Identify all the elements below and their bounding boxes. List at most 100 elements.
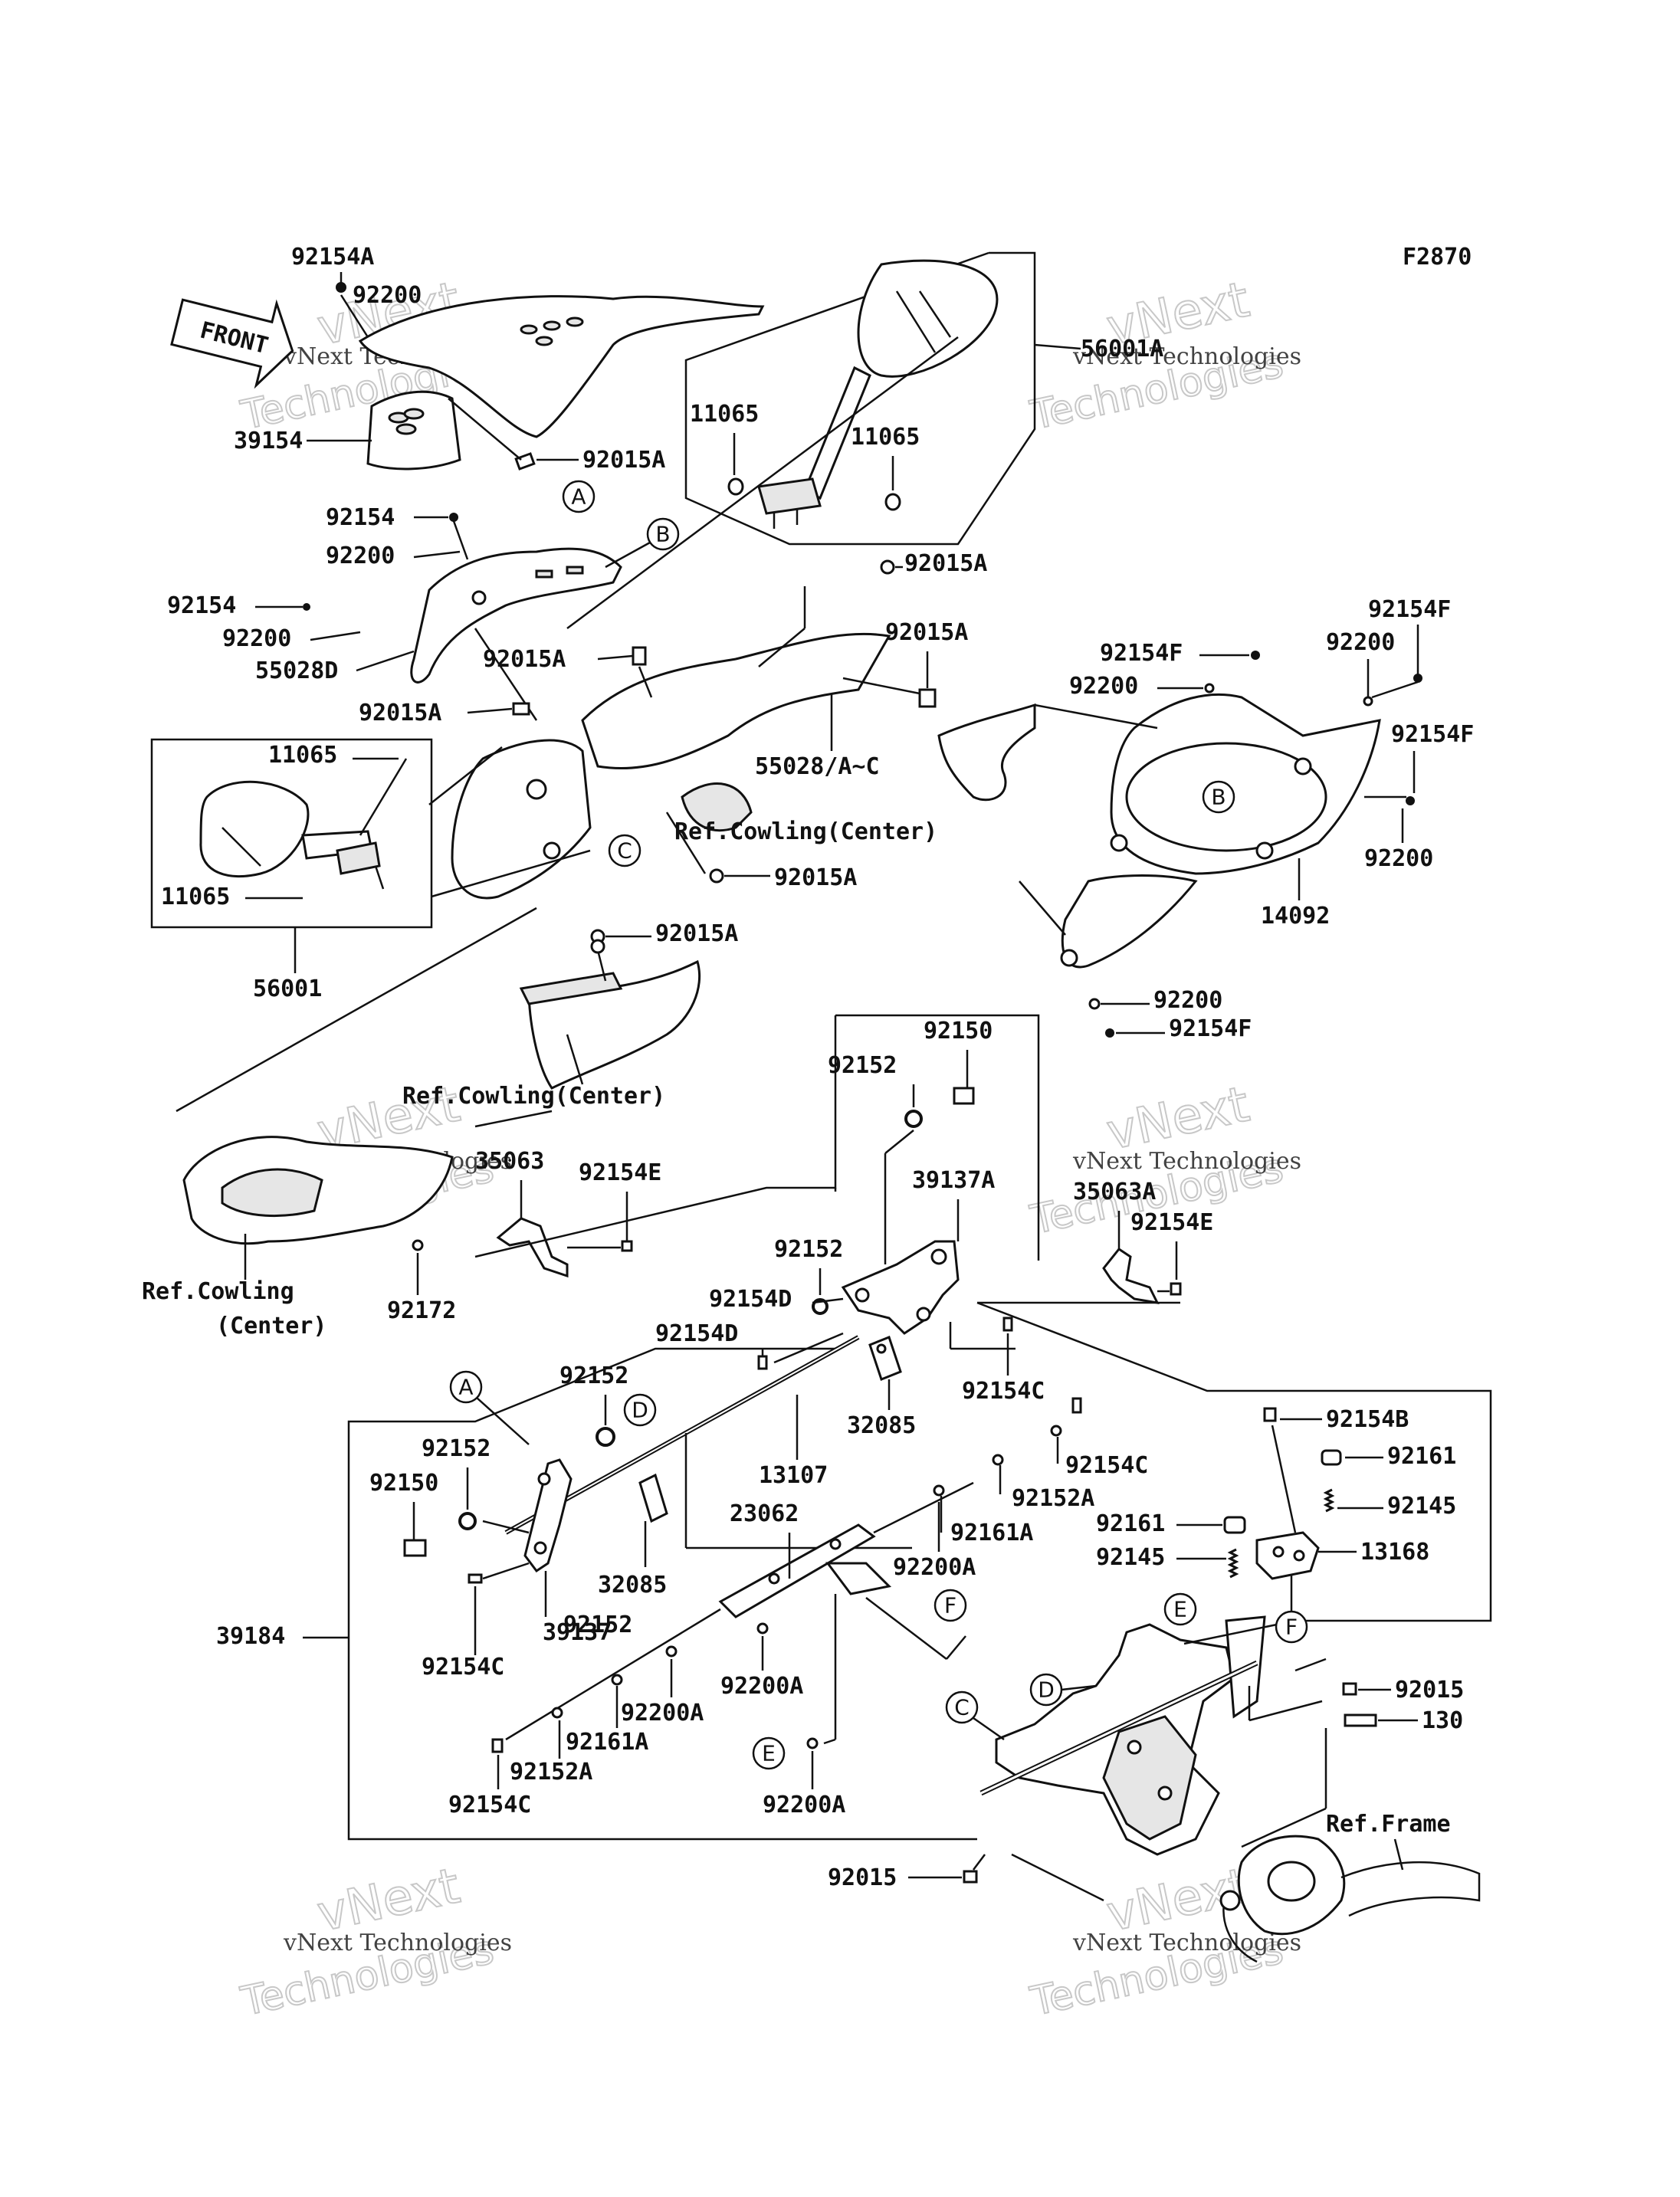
bolt-icon [1170, 1282, 1182, 1296]
washer-icon [933, 1484, 945, 1497]
label-39154: 39154 [234, 428, 303, 454]
label-92161: 92161 [1387, 1443, 1456, 1470]
washer-icon [551, 1707, 563, 1719]
ref-cowling-center-left [182, 1136, 454, 1251]
washer-icon [1363, 696, 1373, 707]
label-92154: 92154 [326, 504, 395, 531]
svg-text:C: C [617, 838, 632, 864]
mirror-right-assembly [684, 251, 1081, 546]
screw-icon [336, 282, 346, 293]
ref-cowling-label: Ref.Cowling(Center) [674, 818, 937, 845]
callout-B-icon: B [1202, 780, 1235, 814]
label-23062: 23062 [730, 1500, 799, 1527]
label-39137A: 39137A [912, 1167, 995, 1194]
label-13107: 13107 [759, 1462, 828, 1489]
label-92154A: 92154A [291, 244, 374, 271]
label-92015A: 92015A [885, 619, 968, 646]
inner-panel-55028D [410, 547, 622, 684]
label-92150: 92150 [369, 1470, 438, 1497]
svg-text:vNext Technologies: vNext Technologies [1072, 1930, 1301, 1956]
label-92161: 92161 [1096, 1510, 1165, 1537]
washer-icon [904, 1110, 923, 1128]
label-92152A: 92152A [510, 1759, 592, 1785]
label-92154E: 92154E [1130, 1209, 1213, 1236]
label-92152: 92152 [828, 1052, 897, 1079]
grommet-icon [918, 688, 937, 708]
screw-icon [953, 1087, 975, 1105]
callout-C-icon: C [608, 834, 641, 867]
label-35063A: 35063A [1073, 1179, 1156, 1205]
label-92152: 92152 [422, 1435, 491, 1462]
label-92154F: 92154F [1100, 640, 1183, 667]
svg-text:A: A [458, 1375, 473, 1400]
plate-23062 [718, 1523, 892, 1618]
screw-icon [1413, 674, 1422, 683]
label-92015A: 92015A [582, 447, 665, 474]
center-cowl-55028 [451, 632, 891, 900]
grommet-icon [512, 702, 530, 716]
label-92015: 92015 [828, 1864, 897, 1891]
subassembly-frame [976, 1301, 1492, 1622]
callout-B-icon: B [646, 517, 680, 551]
washer-icon [1050, 1425, 1062, 1437]
label-92161A: 92161A [566, 1729, 648, 1756]
nut-icon [1342, 1682, 1357, 1696]
svg-text:F: F [1285, 1615, 1298, 1640]
svg-text:A: A [571, 484, 586, 510]
bolt-icon [1263, 1407, 1277, 1422]
callout-A-icon: A [562, 480, 596, 513]
stay-39137 [523, 1458, 573, 1573]
label-92152: 92152 [559, 1362, 628, 1389]
label-55028AC: 55028/A~C [755, 753, 880, 780]
screw-icon [1251, 651, 1260, 660]
nut-icon [709, 868, 724, 884]
label-39137: 39137 [543, 1619, 612, 1646]
label-56001A: 56001A [1081, 336, 1163, 362]
callout-F-icon: F [1275, 1610, 1308, 1644]
label-92145: 92145 [1096, 1544, 1165, 1571]
label-39184: 39184 [216, 1623, 285, 1650]
svg-text:E: E [762, 1741, 776, 1766]
screw-icon [303, 603, 310, 611]
label-130: 130 [1422, 1707, 1463, 1734]
washer-icon [596, 1427, 615, 1447]
label-32085: 32085 [847, 1412, 916, 1439]
washer-icon [665, 1645, 678, 1658]
label-92200: 92200 [1364, 845, 1433, 872]
svg-text:B: B [1211, 785, 1226, 810]
label-11065: 11065 [851, 424, 920, 451]
callout-E-icon: E [752, 1736, 786, 1770]
washer-icon [611, 1674, 623, 1686]
mirror-left-assembly [199, 780, 381, 878]
stay-39137A [841, 1240, 960, 1335]
bolt-icon [468, 1573, 483, 1584]
upper-cowl-39154 [358, 295, 765, 471]
screw-icon [403, 1539, 427, 1557]
label-92161A: 92161A [950, 1520, 1033, 1546]
washer-icon [1088, 998, 1101, 1010]
bolt-icon [757, 1355, 768, 1370]
washer-icon [458, 1512, 477, 1530]
label-92154D: 92154D [709, 1286, 792, 1313]
bracket-35063A [1102, 1247, 1160, 1304]
label-13168: 13168 [1360, 1539, 1429, 1566]
svg-text:vNext Technologies: vNext Technologies [1072, 1148, 1301, 1175]
side-cowl-14092 [1060, 693, 1381, 969]
ref-frame [1219, 1835, 1481, 1963]
bolt-icon [1002, 1317, 1013, 1332]
label-92154C: 92154C [1065, 1452, 1148, 1479]
label-92154C: 92154C [962, 1378, 1045, 1405]
label-14092: 14092 [1261, 903, 1330, 930]
label-92200: 92200 [326, 543, 395, 569]
ref-cowling-label: (Center) [216, 1313, 327, 1340]
svg-text:vNext Technologies: vNext Technologies [283, 1930, 512, 1956]
bolt-icon [621, 1240, 633, 1252]
label-11065: 11065 [161, 884, 230, 910]
callout-D-icon: D [1029, 1673, 1063, 1707]
ref-cowling-label: Ref.Cowling(Center) [402, 1083, 665, 1110]
label-11065: 11065 [268, 742, 337, 769]
svg-text:F: F [944, 1593, 956, 1618]
nut-icon [1223, 1516, 1246, 1534]
label-92200: 92200 [222, 625, 291, 652]
